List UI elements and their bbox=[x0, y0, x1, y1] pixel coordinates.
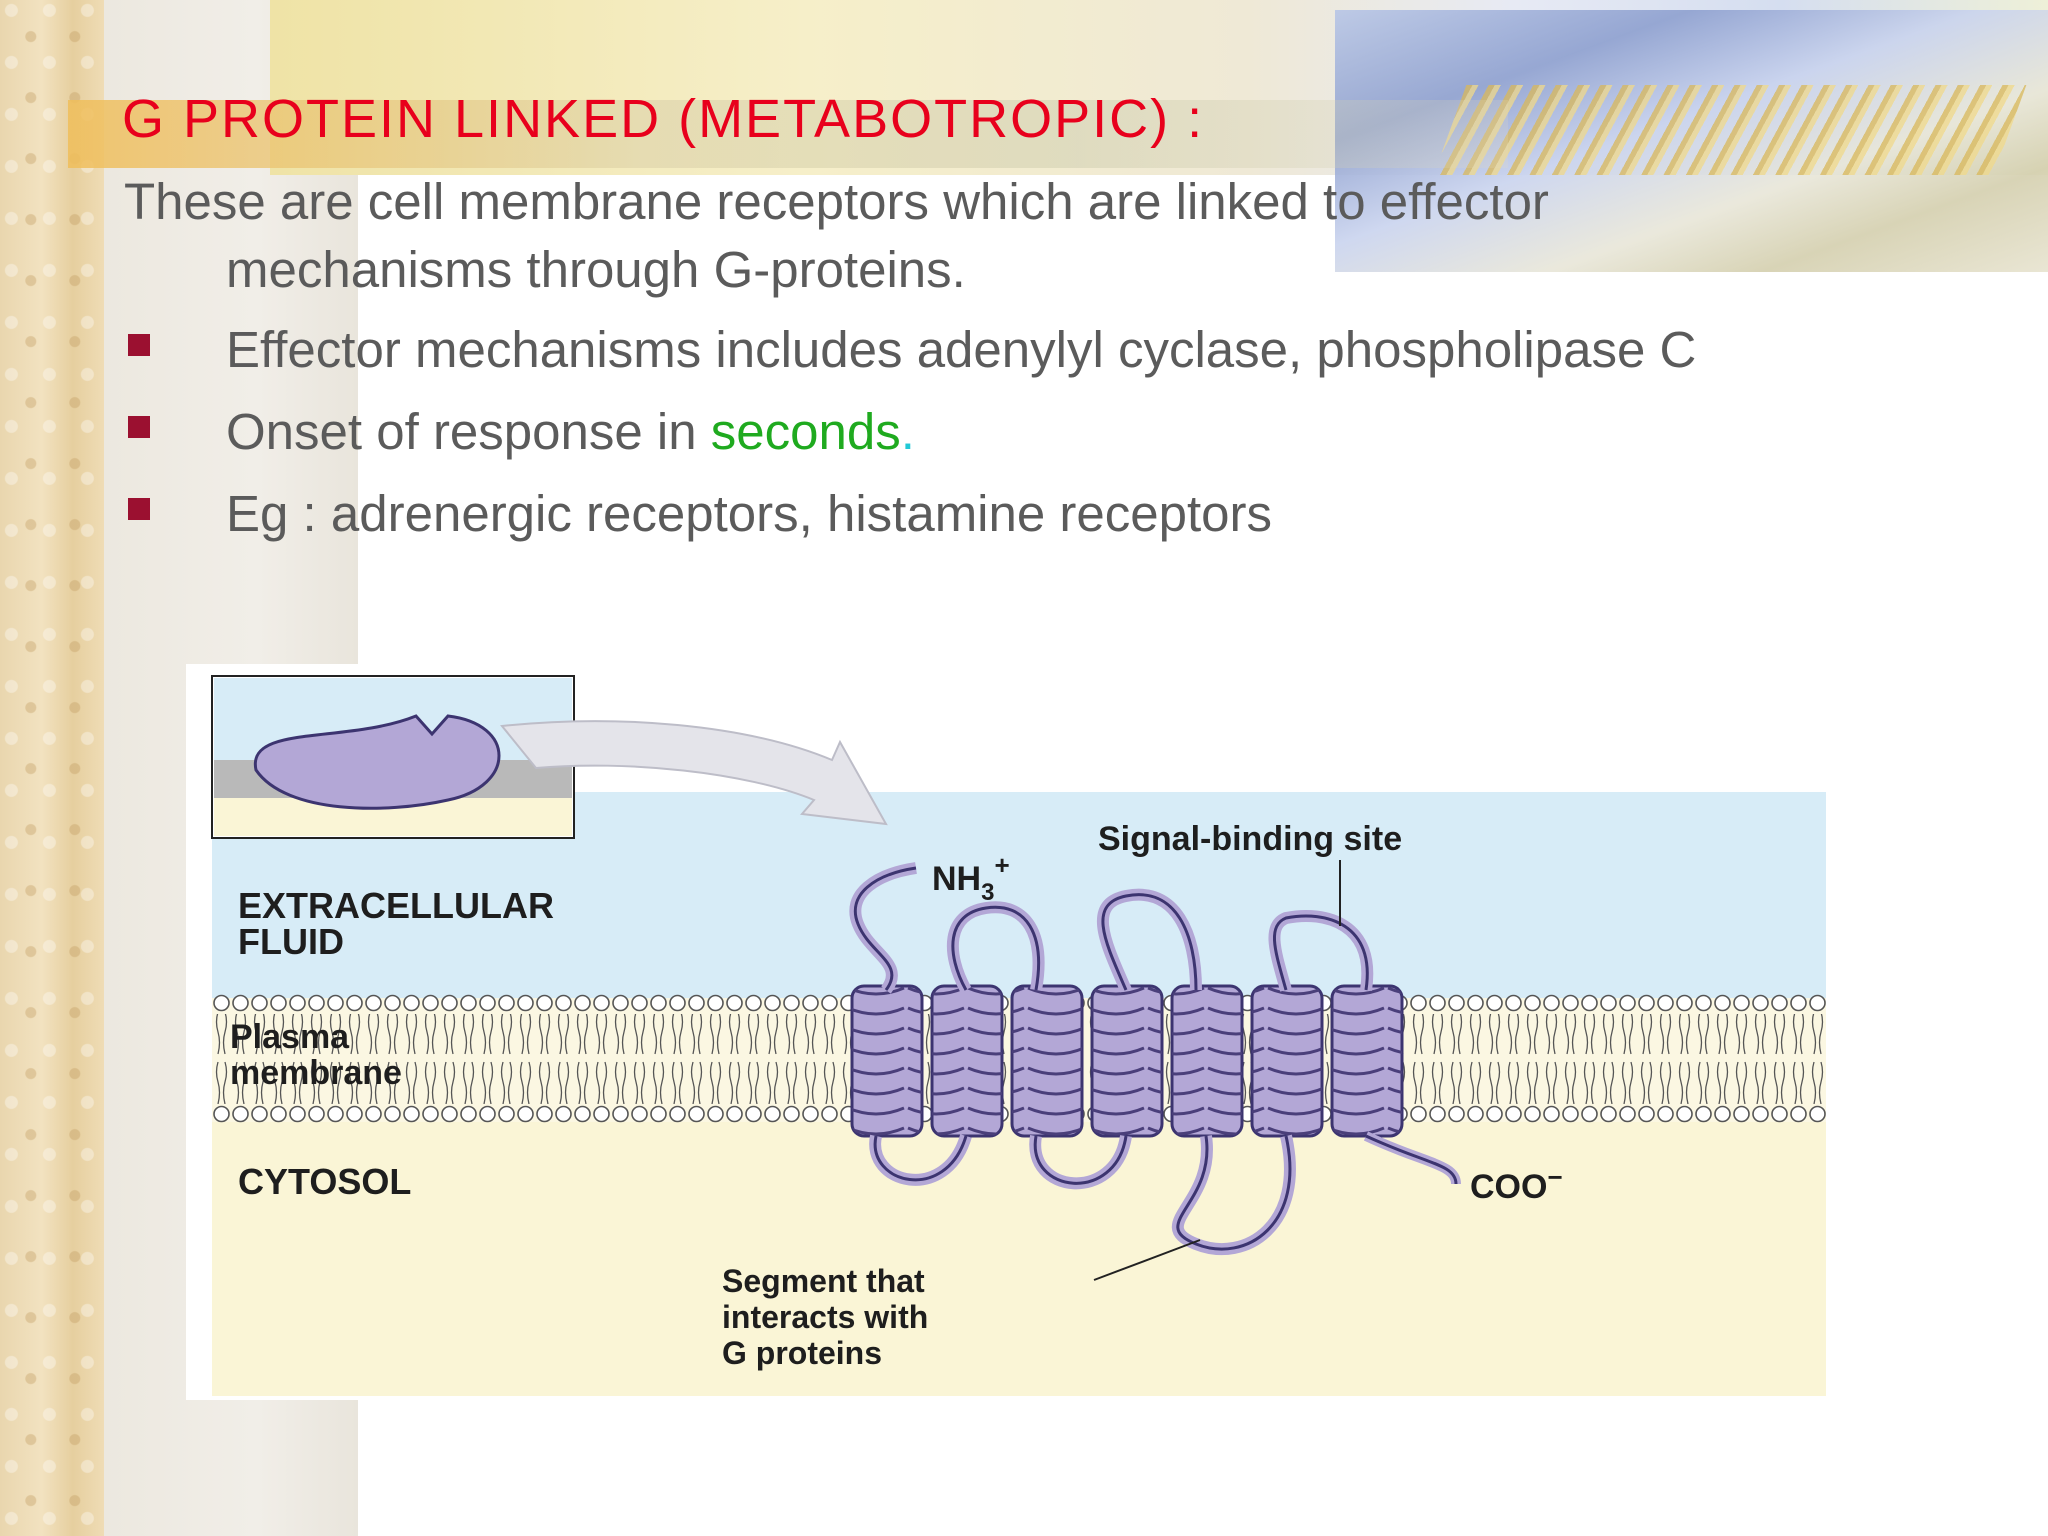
intro-line-1: These are cell membrane receptors which … bbox=[124, 173, 1549, 230]
label-plasma: Plasma bbox=[230, 1018, 350, 1056]
label-segment-1: Segment that bbox=[722, 1263, 925, 1299]
bullet-square-icon bbox=[128, 334, 150, 356]
bullet-text: Eg : adrenergic receptors, histamine rec… bbox=[226, 485, 1272, 542]
slide-title: G PROTEIN LINKED (METABOTROPIC) : bbox=[122, 89, 1205, 149]
inset-receptor-shape bbox=[253, 714, 501, 810]
intracellular-loops bbox=[869, 1131, 1461, 1255]
extracellular-loops bbox=[849, 862, 1374, 994]
bullet-square-icon bbox=[128, 416, 150, 438]
intro-paragraph: These are cell membrane receptors which … bbox=[124, 168, 1724, 304]
bullet-square-icon bbox=[128, 498, 150, 520]
bullet-effector-mechanisms: Effector mechanisms includes adenylyl cy… bbox=[124, 318, 1696, 400]
bullet-text-pre: Onset of response in bbox=[226, 403, 711, 460]
background-grain-decoration bbox=[1433, 85, 2027, 175]
background-paper-strip bbox=[0, 0, 104, 1536]
label-signal-binding-site: Signal-binding site bbox=[1098, 820, 1402, 858]
label-membrane: membrane bbox=[230, 1054, 402, 1092]
intro-line-2: mechanisms through G-proteins. bbox=[226, 241, 966, 298]
receptor-diagram-svg: EXTRACELLULAR FLUID Plasma membrane CYTO… bbox=[211, 675, 1826, 1396]
inset-receptor-thumbnail bbox=[211, 675, 575, 839]
zoom-arrow-icon bbox=[500, 720, 888, 826]
label-nh3: NH3+ bbox=[932, 850, 1010, 906]
label-segment-2: interacts with bbox=[722, 1299, 928, 1335]
label-extracellular: EXTRACELLULAR bbox=[238, 885, 554, 926]
label-coo: COO− bbox=[1470, 1162, 1563, 1206]
bullet-list: Effector mechanisms includes adenylyl cy… bbox=[124, 318, 1696, 564]
cytosol-region bbox=[212, 1122, 1826, 1396]
label-fluid: FLUID bbox=[238, 921, 344, 962]
bullet-text-post: . bbox=[900, 403, 915, 460]
label-cytosol: CYTOSOL bbox=[238, 1161, 411, 1202]
segment-leader bbox=[1093, 1239, 1201, 1281]
title-band bbox=[68, 100, 1508, 168]
receptor-diagram: EXTRACELLULAR FLUID Plasma membrane CYTO… bbox=[186, 664, 1846, 1400]
bullet-text: Effector mechanisms includes adenylyl cy… bbox=[226, 321, 1697, 378]
transmembrane-helices bbox=[850, 984, 1404, 1138]
label-segment-3: G proteins bbox=[722, 1335, 882, 1371]
bullet-highlight-seconds: seconds bbox=[710, 403, 901, 460]
bullet-onset: Onset of response in seconds. bbox=[124, 400, 1696, 482]
bullet-example: Eg : adrenergic receptors, histamine rec… bbox=[124, 482, 1696, 564]
